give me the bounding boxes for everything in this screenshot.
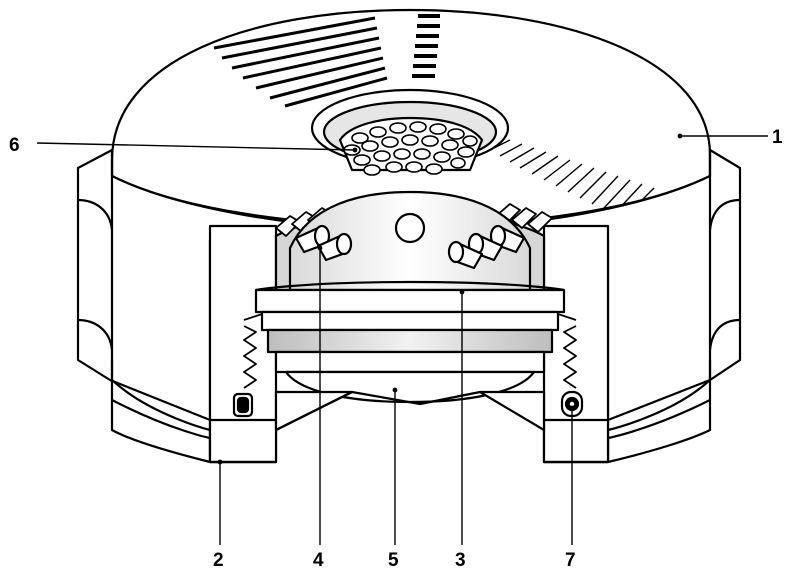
o-ring-right [560, 390, 584, 418]
housing-body [76, 148, 742, 464]
callout-2: 2 [213, 550, 224, 571]
perforated-plate [338, 116, 484, 176]
leader-dots [217, 133, 683, 465]
callout-6: 6 [9, 135, 20, 156]
pins-right [447, 224, 526, 270]
callout-5: 5 [388, 550, 399, 571]
piston-center-bore [394, 212, 426, 244]
callout-3: 3 [455, 550, 466, 571]
callout-1: 1 [772, 127, 783, 148]
base-lower [274, 390, 546, 432]
threads-left [243, 313, 263, 389]
lid-disc [110, 8, 712, 228]
threads-right [557, 313, 577, 389]
lid-grooves-center [412, 14, 440, 78]
leader-lines [36, 135, 768, 545]
piston-body [254, 280, 566, 404]
callout-7: 7 [565, 550, 576, 571]
lid-grooves-left [213, 16, 388, 108]
callout-4: 4 [313, 550, 324, 571]
o-ring-left [232, 392, 254, 418]
